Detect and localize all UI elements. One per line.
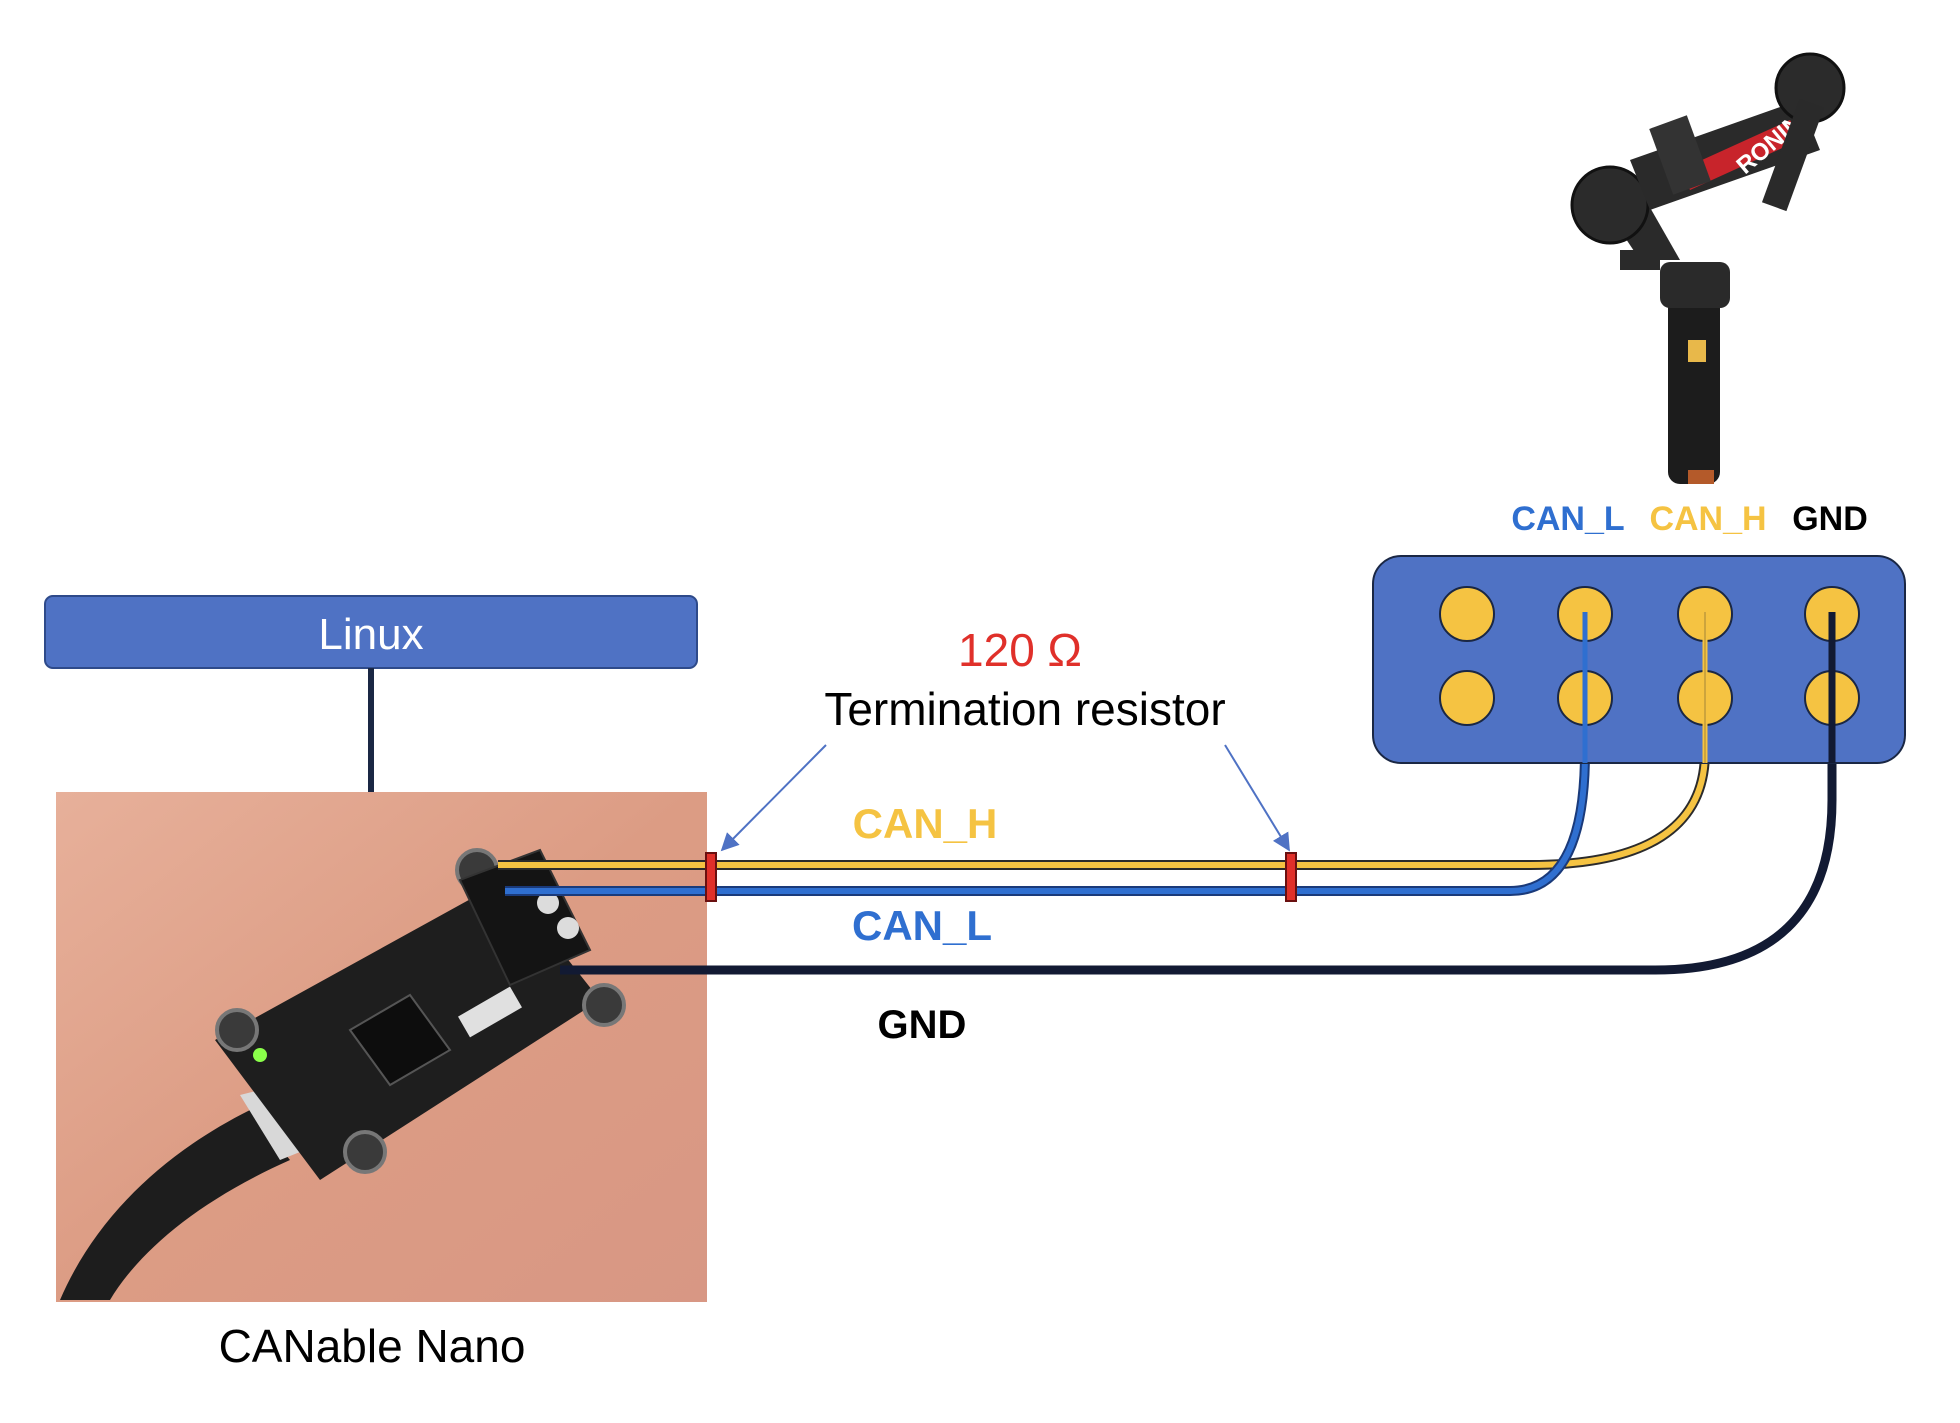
termination-resistor-right <box>1285 852 1297 902</box>
pin-label-can-h: CAN_H <box>1649 500 1766 538</box>
usb-cable <box>60 1110 290 1300</box>
resistor-description: Termination resistor <box>824 683 1225 735</box>
resistor-arrow-right <box>1224 744 1290 852</box>
linux-label: Linux <box>318 610 423 659</box>
can-h-wire-label: CAN_H <box>853 800 998 847</box>
resistor-arrow-left <box>720 744 827 852</box>
wire-can-h <box>498 612 1710 870</box>
connector-pin <box>1439 670 1495 726</box>
can-l-wire-label: CAN_L <box>852 902 992 949</box>
canable-nano-photo <box>56 792 707 1302</box>
gimbal-connector <box>1372 555 1906 764</box>
wire-can-l <box>505 612 1590 896</box>
gimbal-handle <box>1668 288 1720 484</box>
ronin-gimbal-photo: RONIN <box>1570 52 1846 484</box>
connector-pin <box>1439 586 1495 642</box>
mcu-chip <box>348 993 452 1087</box>
adapter-caption: CANable Nano <box>219 1320 526 1372</box>
pin-label-gnd: GND <box>1792 500 1868 538</box>
gnd-wire-label: GND <box>878 1003 967 1047</box>
pin-label-can-l: CAN_L <box>1511 500 1624 538</box>
termination-resistor-left <box>705 852 717 902</box>
resistor-value: 120 Ω <box>958 624 1082 676</box>
wire-gnd <box>560 612 1837 975</box>
status-led <box>253 1048 267 1062</box>
linux-host-box: Linux <box>44 595 698 669</box>
